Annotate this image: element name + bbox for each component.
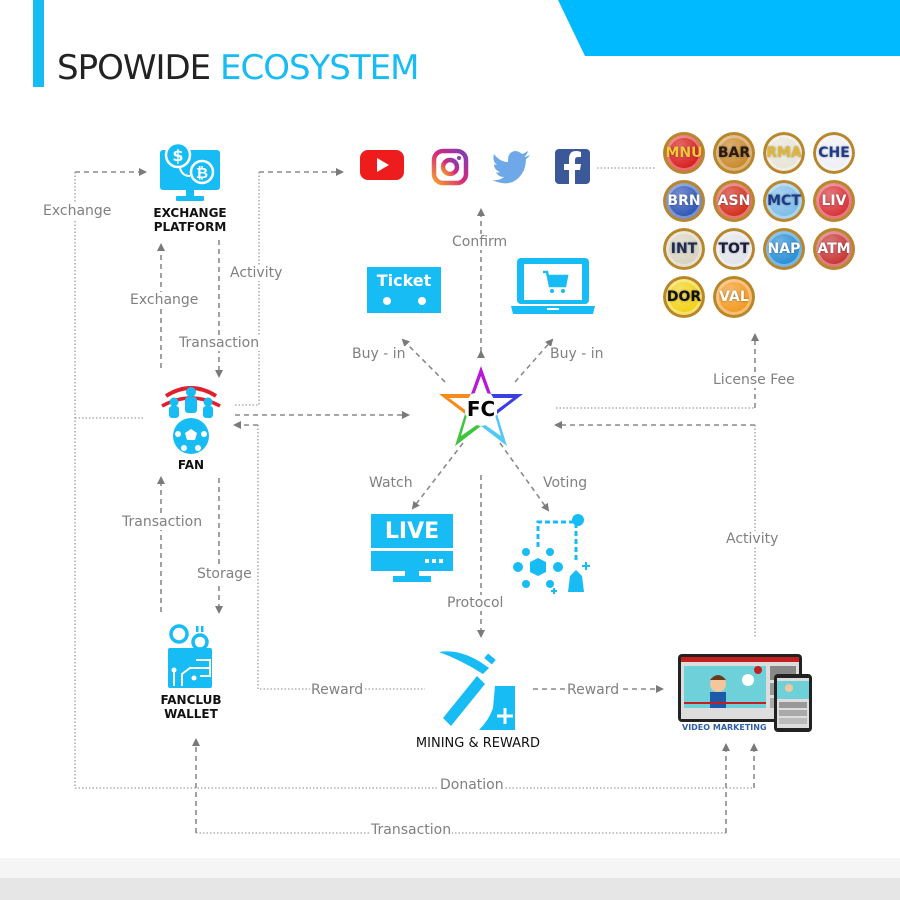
fc-label: FC <box>467 397 495 421</box>
label-storage: Storage <box>196 566 253 582</box>
coin-brn: BRN <box>663 180 705 222</box>
label-transaction-up: Transaction <box>121 514 204 530</box>
twitter-icon[interactable] <box>492 150 532 184</box>
edge-voting <box>499 442 550 512</box>
live-tv-icon: LIVE <box>371 514 453 582</box>
coin-che: CHE <box>813 132 855 174</box>
exchange-monitor-icon: $ ₿ <box>160 141 220 201</box>
coin-val: VAL <box>713 276 755 318</box>
ticket-label: Ticket <box>376 271 432 290</box>
label-watch: Watch <box>368 475 414 491</box>
fanclub-wallet-label-line1: FANCLUB <box>160 693 222 707</box>
footer-strip <box>0 878 900 900</box>
coin-mct: MCT <box>763 180 805 222</box>
label-transaction-bottom: Transaction <box>370 822 453 838</box>
fanclub-wallet-label: FANCLUB WALLET <box>150 693 232 721</box>
page-title: SPOWIDE ECOSYSTEM <box>57 48 420 88</box>
video-marketing-label: VIDEO MARKETING <box>680 723 769 732</box>
coin-int: INT <box>663 228 705 270</box>
svg-text:₿: ₿ <box>196 164 208 182</box>
laptop-cart-icon <box>511 258 595 314</box>
label-exchange-inner: Exchange <box>129 292 200 308</box>
label-license-fee: License Fee <box>712 372 796 388</box>
footer-strip-light <box>0 858 900 878</box>
title-part-1: SPOWIDE <box>57 48 211 88</box>
coin-bar: BAR <box>713 132 755 174</box>
coin-atm: ATM <box>813 228 855 270</box>
label-activity-right: Activity <box>725 531 780 547</box>
youtube-icon[interactable] <box>360 148 404 182</box>
coin-asn: ASN <box>713 180 755 222</box>
label-donation: Donation <box>439 777 505 793</box>
label-activity-left: Activity <box>229 265 284 281</box>
coin-tot: TOT <box>713 228 755 270</box>
label-exchange-outer: Exchange <box>42 203 113 219</box>
svg-text:$: $ <box>172 146 183 165</box>
coin-liv: LIV <box>813 180 855 222</box>
coin-nap: NAP <box>763 228 805 270</box>
instagram-icon[interactable] <box>431 148 469 186</box>
label-reward-right: Reward <box>566 682 621 698</box>
title-part-2: ECOSYSTEM <box>219 48 420 88</box>
edge-watch <box>411 442 464 510</box>
wallet-icon <box>168 624 212 688</box>
label-confirm: Confirm <box>451 234 509 250</box>
ticket-icon: Ticket <box>367 267 441 313</box>
label-buyin-left: Buy - in <box>351 346 407 362</box>
fanclub-wallet-label-line2: WALLET <box>164 707 218 721</box>
exchange-platform-label: EXCHANGE PLATFORM <box>148 206 232 234</box>
label-buyin-right: Buy - in <box>549 346 605 362</box>
star-logo-icon[interactable]: FC <box>437 364 525 448</box>
exchange-platform-label-line2: PLATFORM <box>153 220 227 234</box>
corner-banner <box>558 0 900 56</box>
live-label: LIVE <box>371 514 453 548</box>
video-marketing-icon <box>678 654 812 732</box>
fan-label: FAN <box>177 458 205 472</box>
title-accent-bar <box>33 0 44 87</box>
coin-rma: RMA <box>763 132 805 174</box>
pickaxe-icon <box>439 651 515 730</box>
fan-football-icon <box>161 386 221 454</box>
label-protocol: Protocol <box>446 595 505 611</box>
edge-buyin-right <box>514 338 554 383</box>
facebook-icon[interactable] <box>555 149 590 184</box>
coin-mnu: MNU <box>663 132 705 174</box>
exchange-platform-label-line1: EXCHANGE <box>153 206 227 220</box>
voting-strategy-icon <box>513 514 590 594</box>
label-voting: Voting <box>542 475 589 491</box>
edge-buyin-left <box>401 338 446 383</box>
coin-dor: DOR <box>663 276 705 318</box>
mining-reward-label: MINING & REWARD <box>415 736 541 751</box>
label-transaction-down: Transaction <box>178 335 261 351</box>
label-reward-left: Reward <box>310 682 365 698</box>
